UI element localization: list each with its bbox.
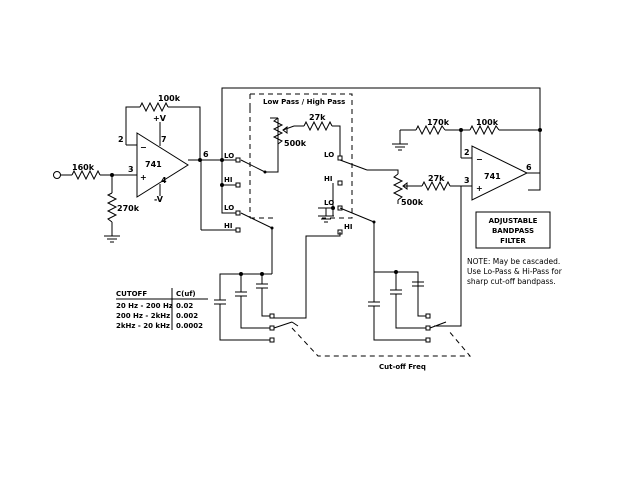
pin-6-label-a: 6	[203, 150, 209, 159]
resistor-270k	[106, 192, 118, 223]
opamp-2-label: 741	[484, 172, 501, 181]
label-270k: 270k	[117, 204, 140, 213]
pin-7-label: 7	[161, 135, 167, 144]
label-160k: 160k	[72, 163, 95, 172]
title-line-3: FILTER	[500, 237, 526, 245]
cutoff-header: CUTOFF	[116, 290, 147, 298]
input-terminal	[53, 171, 61, 179]
opamp-2	[392, 124, 542, 327]
cutoff-row-1-value: 0.02	[176, 302, 193, 310]
pin-3-label-b: 3	[464, 176, 470, 185]
resistor-100k-feedback-2	[469, 124, 500, 136]
capacitor-bank-2	[368, 270, 447, 343]
note-line-3: sharp cut-off bandpass.	[467, 277, 556, 286]
pin-3-label-a: 3	[128, 165, 134, 174]
switch-hi-3: HI	[324, 175, 332, 183]
switch-lo-3: LO	[324, 151, 334, 159]
opamp-2-minus: −	[476, 155, 483, 164]
cutoff-table-lines	[116, 288, 208, 330]
potentiometer-500k-b	[392, 169, 467, 204]
capacitor-bank-1	[214, 272, 299, 343]
input-stage	[53, 169, 126, 243]
resistor-160k	[71, 169, 101, 181]
cutoff-row-2-range: 200 Hz - 2kHz	[116, 312, 170, 320]
label-500k-b: 500k	[401, 198, 424, 207]
note-line-2: Use Lo-Pass & Hi-Pass for	[467, 267, 563, 276]
opamp-1-plus: +	[140, 173, 147, 182]
label-500k-a: 500k	[284, 139, 307, 148]
resistor-170k	[415, 124, 446, 136]
cutoff-row-3-value: 0.0002	[176, 322, 203, 330]
opamp-1-minus: −	[140, 143, 147, 152]
switch-gang-outline	[249, 93, 353, 219]
opamp-1-label: 741	[145, 160, 162, 169]
cutoff-row-3-range: 2kHz - 20 kHz	[116, 322, 170, 330]
ground-symbol	[104, 235, 120, 243]
resistor-27k-a	[303, 120, 333, 132]
switch-lo-hi-2	[274, 159, 392, 319]
switch-hi-4: HI	[344, 223, 352, 231]
vplus-label: +V	[153, 114, 167, 123]
title-line-2: BANDPASS	[492, 227, 534, 235]
label-27k-a: 27k	[309, 113, 326, 122]
pin-2-label-b: 2	[464, 148, 470, 157]
resistor-27k-b	[421, 180, 451, 192]
pin-6-label-b: 6	[526, 163, 532, 172]
cutoff-row-2-value: 0.002	[176, 312, 198, 320]
label-100k-feedback-2: 100k	[476, 118, 499, 127]
switch-hi-1: HI	[224, 176, 232, 184]
switch-lo-1: LO	[224, 152, 234, 160]
label-27k-b: 27k	[428, 174, 445, 183]
switch-group-label: Low Pass / High Pass	[263, 98, 345, 106]
vminus-label: -V	[154, 195, 164, 204]
switch-lo-2: LO	[224, 204, 234, 212]
cutoff-row-1-range: 20 Hz - 200 Hz	[116, 302, 173, 310]
pin-2-label-a: 2	[118, 135, 124, 144]
opamp-1	[125, 101, 222, 198]
capacitance-header: C(uf)	[176, 290, 196, 298]
cutoff-freq-label: Cut-off Freq	[379, 363, 426, 371]
opamp-2-plus: +	[476, 184, 483, 193]
switch-hi-2: HI	[224, 222, 232, 230]
switch-lo-4: LO	[324, 199, 334, 207]
title-line-1: ADJUSTABLE	[489, 217, 538, 225]
feedback-loop-wire	[221, 87, 541, 191]
note-line-1: NOTE: May be cascaded.	[467, 257, 560, 266]
cutoff-gang-link	[291, 327, 472, 357]
resistor-100k-feedback-1	[139, 101, 169, 113]
potentiometer-500k-a	[265, 117, 343, 173]
label-100k-feedback-1: 100k	[158, 94, 181, 103]
label-170k: 170k	[427, 118, 450, 127]
pin-4-label: 4	[161, 176, 167, 185]
title-box	[475, 211, 551, 249]
switch-lo-hi-1	[200, 157, 274, 274]
